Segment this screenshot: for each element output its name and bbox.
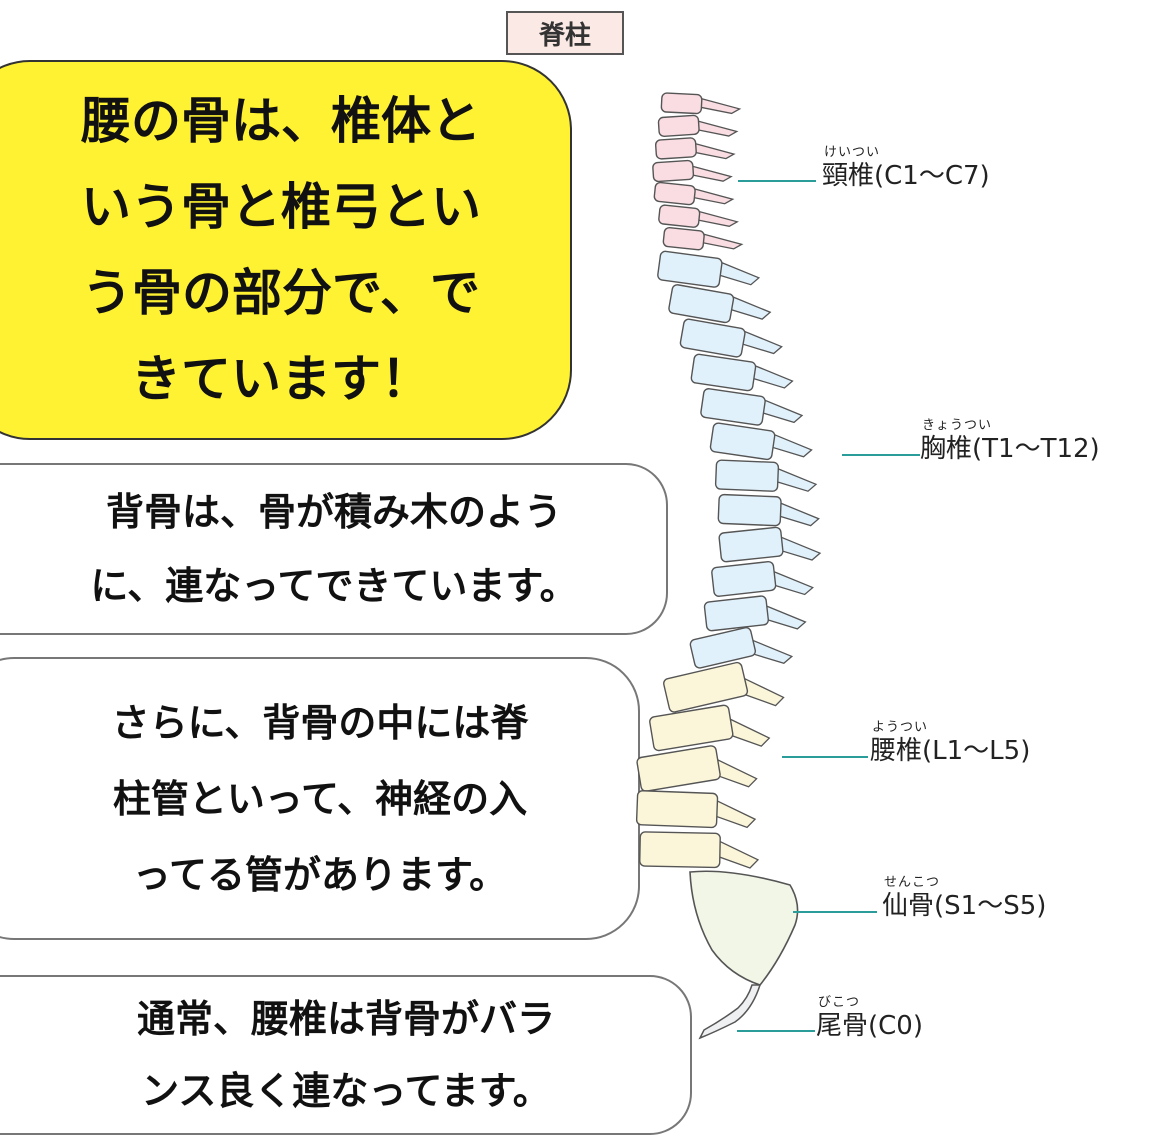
cervical-label: けいつい 頸椎(C1〜C7) [822,146,990,192]
thoracic-vertebra-process [777,534,822,561]
thoracic-vertebra-body [714,459,780,492]
main-callout-line: う骨の部分で、で [82,264,480,322]
thoracic-vertebra-body [703,595,769,632]
lumbar-vertebra-process [726,716,771,747]
explanation-bubble-3: 通常、腰椎は背骨がバラ ンス良く連なってます。 [0,975,692,1135]
coccyx-text: 尾骨(C0) [816,1011,923,1041]
thoracic-vertebra-process [762,603,807,630]
thoracic-vertebra-process [768,431,813,458]
lumbar-text: 腰椎(L1〜L5) [870,736,1031,766]
cervical-text: 頸椎(C1〜C7) [822,161,990,191]
thoracic-vertebra-process [776,500,820,527]
coccyx-label: びこつ 尾骨(C0) [816,996,923,1042]
main-callout-line: きています！ [131,350,431,408]
cervical-vertebra-process [688,164,733,182]
diagram-title: 脊柱 [506,11,624,55]
thoracic-ruby: きょうつい [922,418,993,433]
thoracic-vertebra-process [759,397,804,424]
cervical-leader-line [738,180,816,182]
thoracic-vertebra-process [727,294,772,320]
cervical-vertebra-process [690,187,735,205]
cervical-vertebra-body [653,181,696,206]
explanation-line: 背骨は、骨が積み木のよう [105,490,562,534]
main-callout-line: 腰の骨は、椎体と [81,92,481,150]
lumbar-label: ようつい 腰椎(L1〜L5) [870,721,1030,767]
explanation-line: さらに、背骨の中には脊 [111,700,529,745]
sacrum-ruby: せんこつ [884,875,941,890]
cervical-vertebra-body [652,159,695,183]
thoracic-vertebra-process [716,259,761,286]
lumbar-vertebra-process [713,757,758,788]
thoracic-vertebra-body [711,560,777,597]
thoracic-leader-line [842,454,920,456]
thoracic-vertebra-body [668,284,735,324]
thoracic-vertebra-process [749,362,794,389]
lumbar-vertebra-body [639,831,721,869]
coccyx-leader-line [737,1030,815,1032]
thoracic-vertebra-body [709,422,776,461]
lumbar-ruby: ようつい [872,720,929,735]
sacrum-text: 仙骨(S1〜S5) [882,891,1047,921]
sacrum-leader-line [793,911,877,913]
lumbar-vertebra-body [663,661,749,713]
explanation-bubble-1: 背骨は、骨が積み木のよう に、連なってできています。 [0,463,668,635]
thoracic-vertebra-process [749,638,794,665]
thoracic-label: きょうつい 胸椎(T1〜T12) [920,419,1100,465]
thoracic-vertebra-process [739,328,783,355]
explanation-line: ってる管があります。 [132,852,508,897]
lumbar-leader-line [782,756,868,758]
cervical-vertebra-process [691,141,736,160]
lumbar-vertebra-body [649,704,734,752]
main-callout-bubble: 腰の骨は、椎体と いう骨と椎弓とい う骨の部分で、で きています！ [0,60,572,440]
thoracic-vertebra-body [679,318,746,358]
cervical-vertebra-body [662,226,705,251]
lumbar-vertebra-process [715,838,760,869]
thoracic-text: 胸椎(T1〜T12) [920,434,1100,464]
explanation-line: 柱管といって、神経の入 [112,776,528,821]
thoracic-vertebra-body [700,388,766,426]
thoracic-vertebra-body [689,626,757,669]
coccyx-bone [698,984,762,1040]
explanation-line: に、連なってできています。 [90,564,578,608]
cervical-vertebra-body [660,92,703,115]
cervical-vertebra-body [657,114,700,138]
thoracic-vertebra-body [657,250,723,288]
cervical-ruby: けいつい [824,145,881,160]
cervical-vertebra-process [694,119,739,137]
cervical-vertebra-body [654,137,697,160]
cervical-vertebra-process [694,209,739,227]
cervical-vertebra-process [699,232,744,250]
lumbar-vertebra-body [635,790,719,829]
lumbar-vertebra-process [712,797,757,829]
coccyx-ruby: びこつ [818,995,861,1010]
explanation-line: ンス良く連なってます。 [141,1069,551,1113]
main-callout-line: いう骨と椎弓とい [81,178,481,236]
explanation-bubble-2: さらに、背骨の中には脊 柱管といって、神経の入 ってる管があります。 [0,657,640,940]
thoracic-vertebra-body [717,493,782,527]
cervical-vertebra-body [658,204,701,228]
thoracic-vertebra-process [773,466,818,492]
sacrum-label: せんこつ 仙骨(S1〜S5) [882,876,1046,922]
cervical-vertebra-process [696,96,742,115]
lumbar-vertebra-body [636,745,721,792]
sacrum-bone [689,870,799,986]
explanation-line: 通常、腰椎は背骨がバラ [136,997,555,1041]
thoracic-vertebra-process [770,569,814,596]
thoracic-vertebra-body [718,526,784,563]
thoracic-vertebra-body [690,353,757,392]
